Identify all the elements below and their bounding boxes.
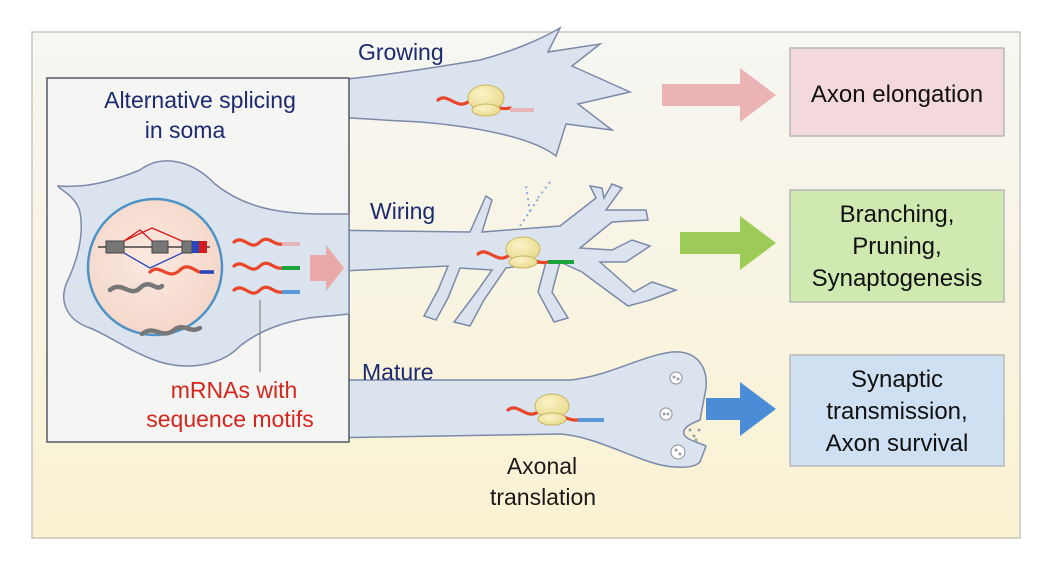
soma-title-line1: Alternative splicing	[104, 87, 296, 113]
outcome-wiring-line3: Synaptogenesis	[812, 265, 983, 292]
transport-arrow	[310, 245, 344, 291]
growing-ribosome-complex	[436, 84, 534, 117]
mature-axon	[319, 351, 707, 468]
nucleus	[86, 197, 224, 337]
outcome-mature-line3: Axon survival	[826, 430, 969, 457]
synaptic-vesicles	[659, 371, 686, 460]
mrna-label-line1: mRNAs with	[171, 377, 298, 403]
stage-label-wiring: Wiring	[370, 198, 435, 224]
arrow-mature	[706, 382, 776, 436]
outcome-wiring-line1: Branching,	[840, 201, 955, 228]
nuclear-mrna	[148, 265, 214, 276]
mrna-label-line2: sequence motifs	[146, 406, 313, 432]
outcome-box-mature	[789, 354, 1005, 467]
axonal-label-line1: Axonal	[507, 453, 577, 479]
outcome-mature-line1: Synaptic	[851, 366, 943, 393]
arrow-wiring	[680, 216, 776, 270]
outcome-box-wiring	[789, 189, 1005, 303]
soma-title-line2: in soma	[145, 117, 226, 143]
dotted-pruned-branch	[519, 181, 551, 227]
arrow-growing	[662, 68, 776, 122]
outcome-wiring-line2: Pruning,	[852, 233, 941, 260]
vesicle-dots	[662, 375, 701, 456]
outcome-box-growing	[789, 47, 1005, 137]
outcome-mature-line2: transmission,	[826, 398, 967, 425]
wiring-ribosome-complex	[476, 236, 574, 269]
stage-label-growing: Growing	[358, 39, 444, 65]
cytoplasmic-mrnas	[232, 237, 300, 295]
mature-ribosome-complex	[506, 393, 604, 426]
wiring-axon	[319, 181, 679, 327]
gene-splicing-diagram	[98, 227, 210, 269]
gray-rna-cytoplasm	[139, 324, 203, 337]
stage-label-mature: Mature	[362, 359, 434, 385]
axonal-label-line2: translation	[490, 484, 596, 510]
outcome-growing-line1: Axon elongation	[811, 81, 983, 108]
gray-rna-nucleus	[107, 282, 165, 294]
